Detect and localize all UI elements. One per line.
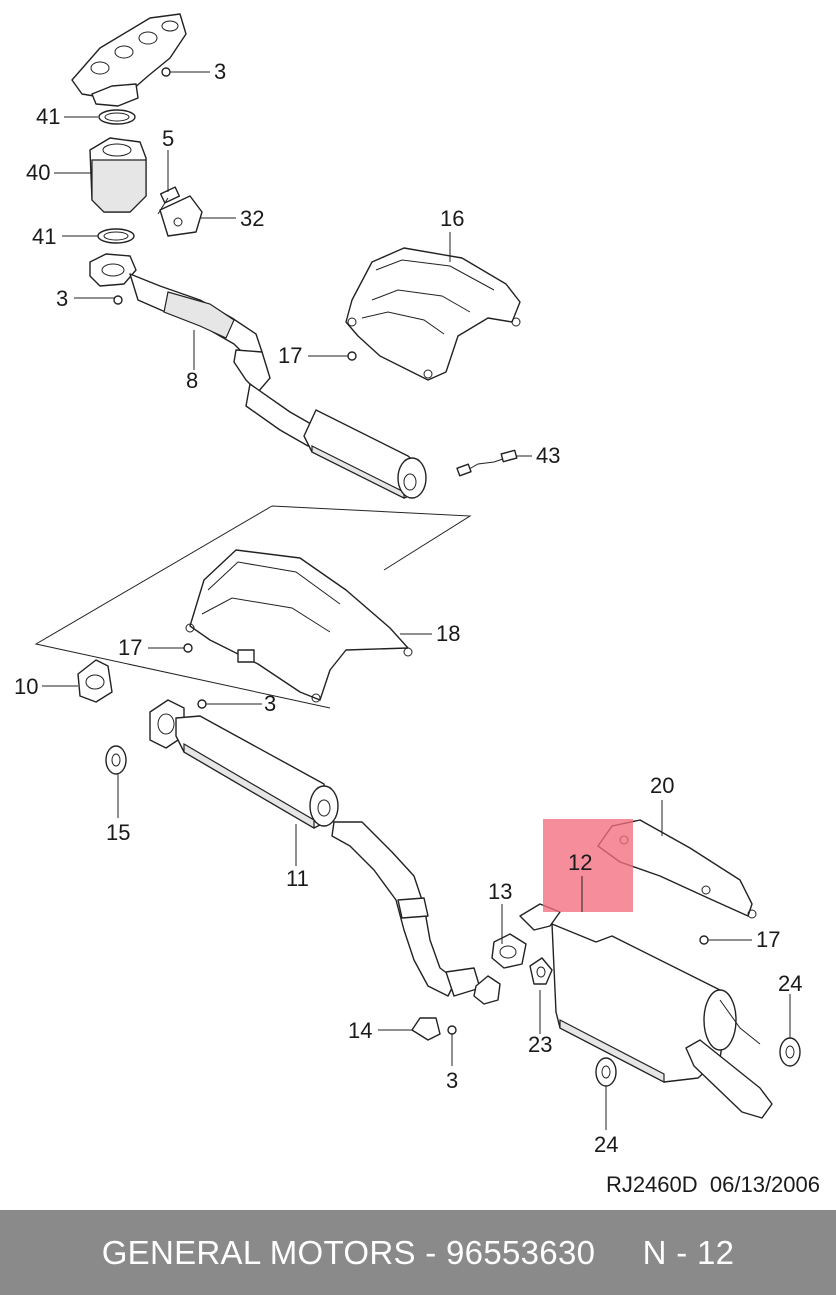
callout-24-right: 24 [778,971,802,996]
intermediate-pipe [331,821,481,997]
hanger-24-right [779,1037,801,1067]
rear-muffler [519,903,773,1119]
callout-8: 8 [186,368,198,393]
footer-bar: GENERAL MOTORS - 96553630 N - 12 [0,1210,836,1295]
callout-14: 14 [348,1018,372,1043]
callout-41-lower: 41 [32,224,56,249]
flange-13 [473,933,527,1005]
callout-20: 20 [650,773,674,798]
callout-11: 11 [286,866,309,891]
footer-brand: GENERAL MOTORS [101,1233,416,1271]
callout-3-mid: 3 [264,691,276,716]
leader-lines [42,71,791,1130]
callout-3-top: 3 [214,59,226,84]
callout-5: 5 [162,126,174,151]
heat-shield-lower [185,549,413,703]
intermediate-muffler [149,699,339,830]
callout-23: 23 [528,1032,552,1057]
callout-24-bottom: 24 [594,1132,618,1157]
footer-separator: - [425,1233,437,1271]
callout-41-upper: 41 [36,104,60,129]
callout-18: 18 [436,621,460,646]
callout-17-lower: 17 [756,927,780,952]
callout-32: 32 [240,206,264,231]
callout-labels: 3 41 40 5 32 41 3 16 17 8 43 17 18 10 3 … [14,59,802,1157]
callout-40: 40 [26,160,50,185]
callout-17-upper: 17 [278,343,302,368]
oxygen-sensor [456,449,518,477]
catalytic-converter [89,137,147,213]
reference-code: RJ2460D 06/13/2006 [606,1172,820,1198]
front-pipe [89,253,271,393]
callout-10: 10 [14,674,38,699]
callout-13: 13 [488,879,512,904]
group-frame [34,505,472,709]
hanger-24-bottom [595,1057,617,1087]
callout-3-bottom: 3 [446,1068,458,1093]
callout-3-left: 3 [56,286,68,311]
gasket-flange [77,659,113,703]
callout-43: 43 [536,443,560,468]
footer-section: N - 12 [642,1233,735,1271]
reference-id: RJ2460D [605,1172,698,1197]
gasket-upper [98,109,136,125]
footer-part-number: 96553630 [446,1233,596,1271]
exhaust-manifold [71,13,187,107]
hanger-14 [411,1017,441,1041]
nuts [113,67,709,1035]
callout-12: 12 [568,850,592,875]
bracket [159,195,203,237]
hanger-23 [529,957,553,985]
callout-16: 16 [440,206,464,231]
exhaust-system-diagram: 3 41 40 5 32 41 3 16 17 8 43 17 18 10 3 … [14,13,802,1157]
heat-shield-upper [345,247,521,381]
gasket-lower [97,228,135,244]
highlight-box [543,819,633,912]
reference-date: 06/13/2006 [709,1172,820,1197]
callout-15: 15 [106,820,130,845]
center-muffler-upper [245,383,427,499]
hanger-15 [105,745,127,775]
callout-17-mid: 17 [118,635,142,660]
